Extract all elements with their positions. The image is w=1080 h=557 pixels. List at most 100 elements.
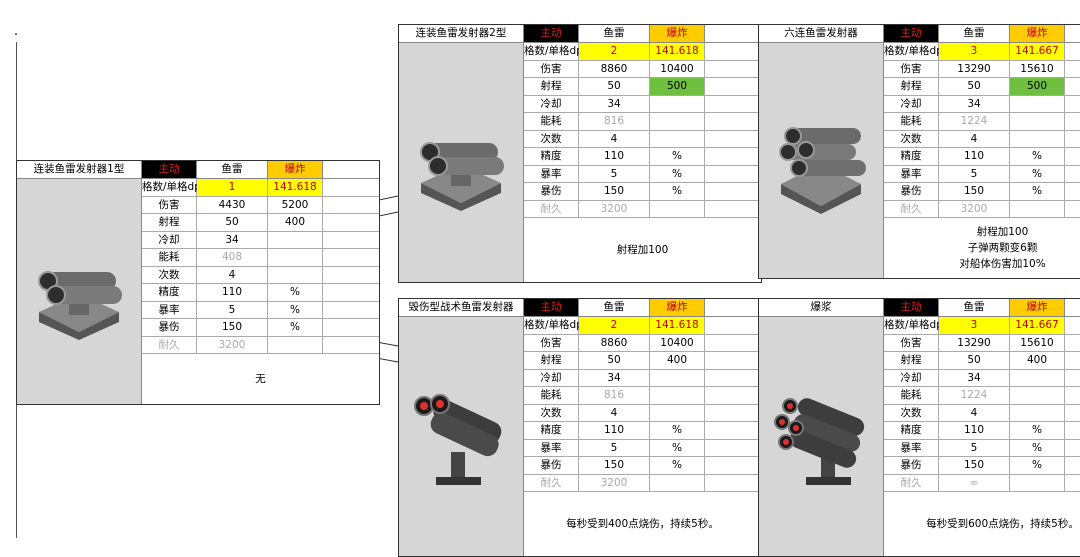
active-label: 主动: [884, 299, 939, 316]
stat-row: 能耗 1224: [884, 113, 1080, 131]
explode-label: 爆炸: [1010, 25, 1065, 42]
stat-row: 暴率 5 %: [884, 439, 1080, 457]
stat-extra: [1065, 61, 1080, 78]
stat-value-explode: %: [650, 165, 705, 182]
stat-label: 耐久: [524, 474, 579, 491]
weapon-card-tactical-torpedo: 毁伤型战术鱼雷发射器 主动 鱼雷 爆炸 格数/单格dps 2 141.: [398, 298, 762, 557]
stat-value-explode: %: [268, 319, 323, 336]
stat-label: 暴率: [524, 165, 579, 182]
stat-extra: [1065, 183, 1080, 200]
stat-label: 精度: [142, 284, 197, 301]
stat-value: 4: [197, 266, 268, 283]
stat-value: 5: [579, 439, 650, 456]
stat-extra: [1065, 201, 1080, 218]
stat-label: 暴率: [142, 301, 197, 318]
stat-value: 4430: [197, 196, 268, 213]
stat-value: 34: [939, 95, 1010, 112]
stat-label: 射程: [884, 352, 939, 369]
stat-extra: [323, 214, 379, 231]
stat-row: 暴率 5 %: [524, 165, 761, 183]
stat-value-explode: %: [1010, 183, 1065, 200]
active-label: 主动: [524, 299, 579, 316]
stat-row: 伤害 13290 15610: [884, 60, 1080, 78]
dps-extra: [705, 317, 761, 334]
dps-label: 格数/单格dps: [884, 317, 948, 334]
stat-value-explode: 10400: [650, 60, 705, 77]
dps-value: 141.667: [1010, 317, 1065, 334]
dps-label: 格数/单格dps: [524, 43, 588, 60]
note-line: 每秒受到400点烧伤，持续5秒。: [566, 518, 719, 530]
torpedo-launcher-icon: [406, 382, 516, 492]
stat-label: 冷却: [884, 95, 939, 112]
stat-row: 次数 4: [524, 404, 761, 422]
stat-value-explode: 400: [650, 352, 705, 369]
note-line: 每秒受到600点烧伤，持续5秒。: [926, 518, 1079, 530]
stat-value-explode: %: [1010, 165, 1065, 182]
stat-value-explode: %: [1010, 422, 1065, 439]
stat-extra: [1065, 148, 1080, 165]
stat-extra: [705, 201, 761, 218]
stat-value-explode: %: [650, 457, 705, 474]
stat-value: 4: [939, 130, 1010, 147]
stat-extra: [1065, 475, 1080, 492]
stat-extra: [705, 78, 761, 95]
stat-row: 暴伤 150 %: [524, 183, 761, 201]
stat-value: 150: [939, 183, 1010, 200]
stat-extra: [705, 440, 761, 457]
stat-value-explode: %: [1010, 439, 1065, 456]
stat-label: 精度: [524, 422, 579, 439]
stat-value-explode: [268, 231, 323, 248]
stat-label: 射程: [884, 78, 939, 95]
stat-row: 伤害 8860 10400: [524, 60, 761, 78]
stat-row: 暴率 5 %: [524, 439, 761, 457]
stat-value: ∞: [939, 474, 1010, 491]
note-line: 子弹两颗变6颗: [967, 242, 1038, 254]
stat-value-explode: 10400: [650, 334, 705, 351]
explode-label: 爆炸: [650, 299, 705, 316]
stat-extra: [323, 302, 379, 319]
stat-row: 精度 110 %: [884, 422, 1080, 440]
stat-value: 34: [579, 369, 650, 386]
dps-value: 141.618: [650, 317, 705, 334]
stat-value: 50: [939, 78, 1010, 95]
stat-label: 次数: [524, 130, 579, 147]
note-line: 对船体伤害加10%: [959, 258, 1046, 270]
stat-value: 4: [579, 130, 650, 147]
stat-label: 暴伤: [884, 457, 939, 474]
stat-label: 次数: [142, 266, 197, 283]
stat-value: 8860: [579, 334, 650, 351]
stat-row: 暴伤 150 %: [524, 457, 761, 475]
stat-extra: [705, 96, 761, 113]
stat-value-explode: [1010, 387, 1065, 404]
stat-value: 150: [197, 319, 268, 336]
stat-label: 暴率: [884, 439, 939, 456]
stat-extra: [705, 405, 761, 422]
stat-extra: [1065, 422, 1080, 439]
stat-value-explode: 500: [650, 78, 705, 95]
stat-value: 8860: [579, 60, 650, 77]
stat-value-explode: [268, 249, 323, 266]
active-label: 主动: [524, 25, 579, 42]
stat-label: 冷却: [884, 369, 939, 386]
stat-extra: [323, 232, 379, 249]
stat-value: 4: [939, 404, 1010, 421]
stat-label: 暴率: [524, 439, 579, 456]
dps-label: 格数/单格dps: [142, 179, 206, 196]
stat-extra: [1065, 370, 1080, 387]
stat-value-explode: [650, 113, 705, 130]
stat-value: 816: [579, 387, 650, 404]
stat-extra: [1065, 352, 1080, 369]
stat-extra: [1065, 96, 1080, 113]
explode-label: 爆炸: [1010, 299, 1065, 316]
explode-label: 爆炸: [650, 25, 705, 42]
stat-value-explode: 15610: [1010, 334, 1065, 351]
stat-label: 伤害: [524, 60, 579, 77]
stat-value-explode: [650, 200, 705, 217]
stat-label: 次数: [884, 130, 939, 147]
dps-value: 141.618: [650, 43, 705, 60]
stat-value: 50: [197, 214, 268, 231]
stat-label: 精度: [884, 422, 939, 439]
stat-label: 伤害: [142, 196, 197, 213]
weapon-card-twin-torpedo-mk1: 连装鱼雷发射器1型 主动 鱼雷 爆炸 格数/单格dps 1 141.618: [16, 160, 380, 405]
stat-value-explode: [650, 404, 705, 421]
